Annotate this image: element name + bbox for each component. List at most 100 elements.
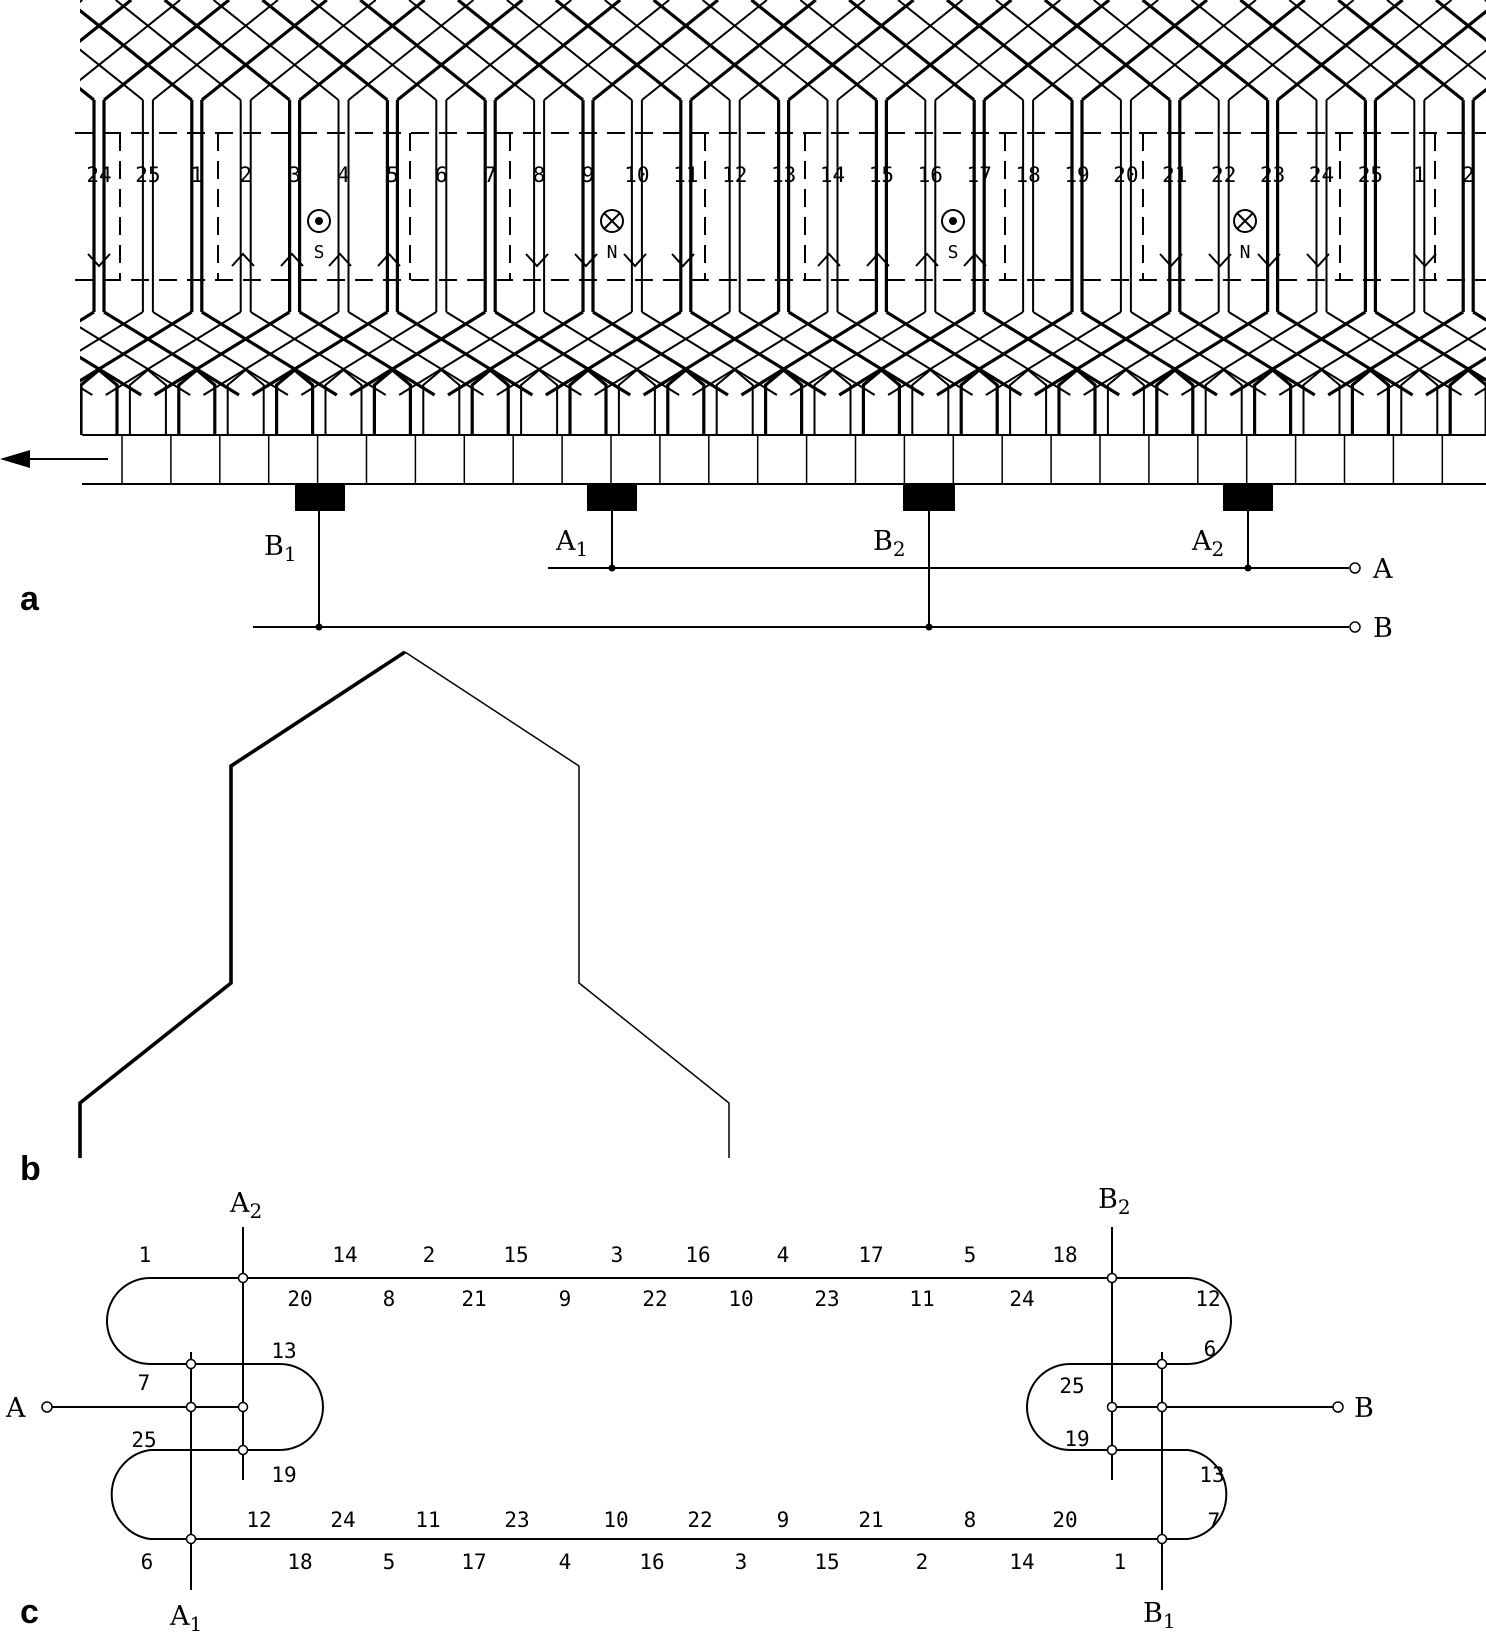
pole-outlines: [75, 132, 1486, 281]
pole-n-1: N: [600, 209, 624, 263]
label-c-a1: A1: [169, 1601, 202, 1636]
slot-number: 13: [771, 163, 796, 187]
coil-number: 16: [639, 1550, 664, 1574]
coil-number: 3: [735, 1550, 748, 1574]
slot-number: 2: [239, 163, 252, 187]
label-c-b2: B2: [1098, 1184, 1131, 1219]
pole-label: N: [1240, 242, 1251, 263]
coil-number: 8: [383, 1287, 396, 1311]
slot-number: 25: [1358, 163, 1383, 187]
coil-number: 7: [1208, 1509, 1221, 1533]
label-c-b1: B1: [1143, 1598, 1176, 1633]
panel-label-b: b: [20, 1150, 41, 1188]
coil-number: 19: [1064, 1427, 1089, 1451]
slot-number: 22: [1211, 163, 1236, 187]
coil-number: 2: [916, 1550, 929, 1574]
coil-number: 23: [814, 1287, 839, 1311]
coil-number: 11: [909, 1287, 934, 1311]
slot-number: 17: [967, 163, 992, 187]
coil-number: 6: [1204, 1337, 1217, 1361]
panel-b-coil-shape: b: [20, 650, 730, 1188]
pole-label: S: [314, 242, 325, 263]
coil-number: 11: [415, 1508, 440, 1532]
label-c-a2: A2: [229, 1188, 262, 1223]
slot-number: 5: [386, 163, 399, 187]
rotation-arrow: [0, 450, 108, 468]
slot-number: 9: [582, 163, 595, 187]
pole-label: S: [948, 242, 959, 263]
slot-number: 15: [869, 163, 894, 187]
coil-number: 15: [503, 1243, 528, 1267]
label-a2: A2: [1191, 526, 1224, 561]
coil-number: 10: [728, 1287, 753, 1311]
brush-a1: [587, 484, 637, 511]
coil-number: 6: [141, 1550, 154, 1574]
label-b2: B2: [873, 526, 906, 561]
slot-number: 6: [435, 163, 448, 187]
slot-number: 12: [722, 163, 747, 187]
slot-number: 3: [288, 163, 301, 187]
slot-number: 2: [1462, 163, 1475, 187]
output-b: B: [1373, 613, 1393, 644]
coil-right-half: [404, 651, 730, 1158]
brush-b1: [295, 484, 345, 511]
armature-coils: [80, 0, 1486, 435]
slot-number: 10: [624, 163, 649, 187]
coil-number: 17: [858, 1243, 883, 1267]
coil-number: 21: [461, 1287, 486, 1311]
coil-number: 22: [687, 1508, 712, 1532]
coil-number: 17: [461, 1550, 486, 1574]
output-c-a: A: [5, 1393, 26, 1424]
slot-number: 20: [1113, 163, 1138, 187]
brush-b2: [903, 484, 955, 511]
coil-number: 7: [138, 1371, 151, 1395]
coil-number: 5: [964, 1243, 977, 1267]
slot-number: 24: [86, 163, 111, 187]
coil-number: 1: [1114, 1550, 1127, 1574]
slot-number: 19: [1064, 163, 1089, 187]
sequence-wiring: [41, 1227, 1344, 1590]
coil-number: 18: [1052, 1243, 1077, 1267]
coil-number: 2: [423, 1243, 436, 1267]
slot-number: 4: [337, 163, 350, 187]
slot-number: 25: [135, 163, 160, 187]
coil-number: 20: [1052, 1508, 1077, 1532]
coil-number: 1: [139, 1243, 152, 1267]
coil-number: 4: [777, 1243, 790, 1267]
output-c-b: B: [1354, 1393, 1374, 1424]
current-arrows: [87, 252, 1437, 268]
slot-number: 23: [1260, 163, 1285, 187]
coil-number: 19: [271, 1463, 296, 1487]
slot-number: 8: [533, 163, 546, 187]
coil-number: 18: [287, 1550, 312, 1574]
coil-number: 24: [1009, 1287, 1034, 1311]
slot-number: 24: [1309, 163, 1334, 187]
coil-number: 5: [383, 1550, 396, 1574]
slot-number: 18: [1015, 163, 1040, 187]
pole-s-1: S: [307, 209, 331, 263]
coil-number: 13: [1199, 1463, 1224, 1487]
slot-number: 7: [484, 163, 497, 187]
coil-number: 3: [611, 1243, 624, 1267]
coil-number: 22: [642, 1287, 667, 1311]
coil-number: 21: [858, 1508, 883, 1532]
slot-number: 11: [673, 163, 698, 187]
label-b1: B1: [264, 531, 297, 566]
slot-number: 16: [918, 163, 943, 187]
brushes: [295, 484, 1273, 511]
coil-number: 25: [131, 1428, 156, 1452]
coil-number: 4: [559, 1550, 572, 1574]
pole-s-2: S: [941, 209, 965, 263]
coil-number: 20: [287, 1287, 312, 1311]
coil-number: 12: [246, 1508, 271, 1532]
brush-a2: [1223, 484, 1273, 511]
panel-label-a: a: [20, 580, 40, 618]
coil-number: 24: [330, 1508, 355, 1532]
coil-number: 9: [777, 1508, 790, 1532]
slot-number: 1: [1413, 163, 1426, 187]
label-a1: A1: [555, 526, 588, 561]
